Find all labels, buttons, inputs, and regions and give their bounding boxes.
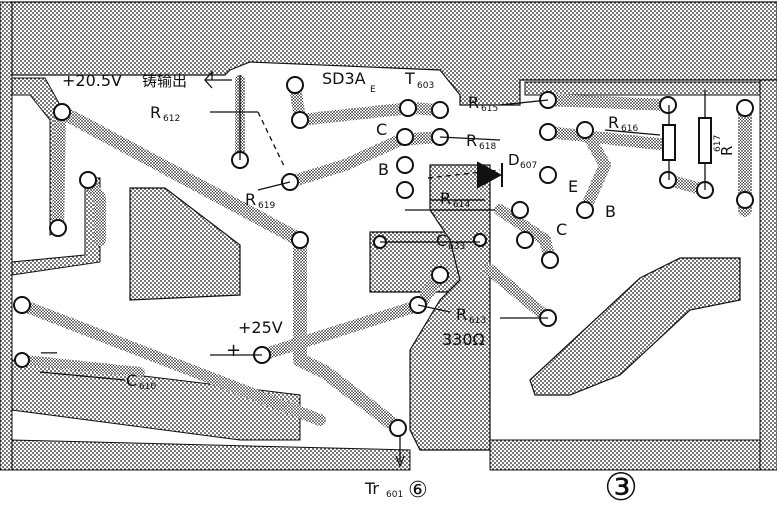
pad [539,123,557,141]
label-r617: R [718,146,736,156]
trace-sd3a [289,79,446,126]
pad [53,103,71,121]
copper-lower-right-pad [529,257,741,396]
pad [431,266,449,284]
label-b-left: B [378,160,389,179]
copper-top-band [9,1,777,106]
trace-r612-diagonal [55,105,405,435]
copper-bottom-right [489,439,761,471]
label-c610: C [126,371,137,390]
trace-b-right [579,124,611,216]
copper-right-band [524,81,761,96]
pad [13,296,31,314]
copper-bottom-left-corner [11,439,411,471]
label-v205-cjk: 铸输出 [142,72,187,90]
trace-r619 [284,131,446,188]
label-v205: +20.5V [62,71,122,90]
label-r613-sub: 613 [469,316,486,326]
label-t603: T [404,69,415,88]
pad [79,171,97,189]
component-bodies [477,117,712,189]
trace-bottom-left-line [20,355,145,377]
pad [659,96,677,114]
pad [396,156,414,174]
pad [736,99,754,117]
label-r616: R [608,113,619,132]
trace-r616 [542,126,674,151]
pad [291,111,309,129]
label-c610-sub: 610 [139,382,156,392]
trace-diagonal-lower [16,299,326,426]
label-c633: C [436,231,447,250]
d607-triangle [477,161,503,189]
label-r615-sub: 615 [481,104,498,114]
pad [396,128,414,146]
pad [286,76,304,94]
pad [539,166,557,184]
label-r619: R [245,190,256,209]
label-d607-sub: 607 [520,161,537,171]
labels: +20.5V 铸输出 R 612 R 619 SD3A E T 603 R 61… [40,69,736,509]
trace-r613 [484,264,554,324]
label-page-num: ③ [604,465,638,509]
pad [541,251,559,269]
copper-right-column [759,79,777,471]
label-r612-sub: 612 [163,114,180,124]
label-plus: + [226,340,241,361]
label-tr601-sub: 601 [386,490,403,500]
label-ohm330: 330Ω [442,330,485,349]
pad [291,231,309,249]
trace-r615 [542,94,674,111]
label-r614-sub: 614 [453,200,470,210]
label-r618-sub: 618 [479,142,496,152]
pad [473,233,487,247]
label-r614: R [440,189,451,208]
pad [576,201,594,219]
label-tr601-pin: ⑥ [408,478,428,503]
label-v25: +25V [238,318,283,337]
label-c-left: C [376,120,387,139]
pad [576,121,594,139]
label-tr601: Tr [364,479,379,498]
copper-left-strip [0,1,13,471]
copper-left-block [11,77,61,236]
leader-lines [39,70,706,468]
pad [49,219,67,237]
copper-trapezoid [129,187,241,301]
pad [396,181,414,199]
pad [659,171,677,189]
label-r612: R [150,103,161,122]
label-t603-sub: 603 [417,81,434,91]
copper-center-column [409,164,491,451]
r617-body [698,117,712,164]
label-c-right: C [556,220,567,239]
pad [14,352,30,368]
pad [431,101,449,119]
label-sd3a-sub: E [370,85,376,95]
r616-body [662,124,676,161]
label-e-left: E [568,177,578,196]
trace-left-vertical [52,109,66,234]
label-r615: R [468,93,479,112]
label-c633-sub: 633 [448,242,465,252]
label-r613: R [456,305,467,324]
label-r616-sub: 616 [621,124,638,134]
pad [389,419,407,437]
pad [511,201,529,219]
label-r618: R [466,131,477,150]
pad [399,99,417,117]
pad [736,191,754,209]
pad [516,231,534,249]
label-sd3a: SD3A [322,69,366,88]
label-d607: D [508,151,520,169]
label-minus: — [40,342,58,363]
label-r617-sub: 617 [713,135,723,152]
label-r619-sub: 619 [258,201,275,211]
label-b-right: B [605,202,616,221]
